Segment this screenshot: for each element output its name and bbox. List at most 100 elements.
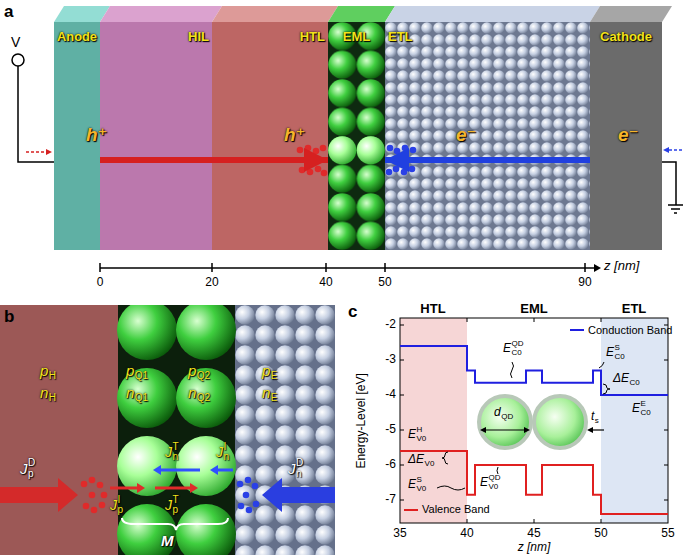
tick (400, 500, 404, 501)
symbol-label: E (408, 428, 416, 442)
tick (601, 519, 602, 523)
electron-dot (409, 166, 416, 173)
electron-dot (253, 501, 260, 508)
tick (400, 395, 404, 396)
quantum-dot-layer (328, 22, 385, 250)
layer-box: ETL (385, 22, 590, 250)
symbol-subscript: C0 (512, 348, 522, 357)
electron-dots (237, 477, 260, 514)
hole-dot (297, 147, 304, 154)
hole-dot (91, 507, 98, 514)
axis-ticks (100, 263, 585, 272)
electron-dot (245, 477, 252, 484)
layer-label: HTL (300, 30, 325, 45)
tick (664, 360, 668, 361)
etl-region (235, 305, 335, 555)
axis-tick (584, 263, 586, 272)
symbol-superscript: QD (512, 339, 524, 348)
legend-line-sample (404, 509, 418, 511)
arrowhead (210, 465, 218, 475)
hole-current-arrow (0, 478, 78, 512)
current-arrowhead (663, 147, 669, 153)
tick (467, 519, 468, 523)
symbol-subscript: Q2 (197, 370, 210, 382)
axis-title: Energy-Level [eV] (355, 373, 369, 468)
symbol-label: p (188, 362, 196, 379)
tunneling-arrow (155, 487, 191, 490)
tick (400, 325, 404, 326)
axis-tick (99, 263, 101, 272)
eml-top (328, 6, 395, 22)
symbol-subscript: C0 (615, 352, 625, 361)
wire (18, 66, 54, 162)
hole-dot (89, 477, 96, 484)
symbol-subscript: E (271, 370, 278, 382)
injection-arrow (217, 469, 233, 472)
symbol-subscript: p (173, 504, 179, 516)
arrowhead (587, 427, 593, 433)
cathode-top (590, 6, 672, 22)
symbol-label: n (188, 384, 196, 401)
symbol-superscript: D (296, 457, 303, 469)
panel-letter: b (4, 307, 14, 327)
etl-shading (601, 318, 668, 523)
current-arrowhead (46, 149, 52, 155)
layer-label: Cathode (600, 30, 652, 45)
hole-dot (305, 145, 312, 152)
current-arrow (669, 149, 682, 151)
etl-top (385, 6, 600, 22)
symbol-label: p (40, 362, 48, 379)
voltage-label: V (11, 34, 20, 50)
symbol-label: n (262, 384, 270, 401)
hole-dot (99, 502, 106, 509)
hil-top (100, 6, 222, 22)
symbol-label: ΔE (613, 372, 629, 386)
symbol-subscript: V0 (489, 482, 499, 491)
quantum-dot (176, 305, 236, 360)
nanoparticle-layer (235, 305, 335, 555)
hole-dot (89, 492, 96, 499)
symbol-superscript: H (417, 425, 423, 434)
hole-dot (97, 482, 104, 489)
tick (664, 465, 668, 466)
panel-letter: c (348, 302, 357, 322)
brace (442, 452, 448, 464)
symbol-subscript: Q1 (135, 392, 148, 404)
symbol-subscript: E (271, 392, 278, 404)
excited-quantum-dot (357, 136, 385, 164)
current-arrow (26, 151, 46, 153)
symbol-superscript: E (641, 399, 646, 408)
layer-label: Anode (57, 30, 97, 45)
tick (601, 318, 602, 322)
layer-box: HIL (100, 22, 212, 250)
hole-dots (81, 477, 108, 514)
ground-symbol (671, 208, 680, 210)
electron-dot (246, 507, 253, 514)
symbol-label: n (40, 384, 48, 401)
electron-dot (401, 169, 408, 176)
eml-ground (328, 22, 385, 250)
panel-letter: a (4, 2, 13, 22)
symbol-label: J (165, 444, 172, 460)
excited-quantum-dot (117, 436, 177, 496)
leader-squiggle (511, 362, 514, 378)
axis-tick-label: -3 (385, 353, 396, 367)
injection-arrow (110, 487, 138, 490)
legend-label: Valence Band (422, 503, 490, 516)
arrowhead (137, 483, 145, 493)
symbol-subscript: QD (501, 412, 513, 421)
symbol-subscript: V0 (417, 484, 427, 493)
axis-tick-label: 50 (378, 276, 391, 290)
plot-frame (400, 318, 668, 523)
symbol-label: E (503, 342, 511, 356)
bracket-label: M (161, 532, 174, 549)
arrowhead (524, 427, 530, 433)
axis-tick-label: 40 (460, 527, 473, 541)
tick (467, 318, 468, 322)
carrier-label: e⁻ (456, 124, 477, 146)
leader-squiggle (599, 362, 604, 368)
ground-symbol (674, 212, 677, 214)
hole-dot (315, 166, 322, 173)
symbol-subscript: C0 (641, 408, 651, 417)
